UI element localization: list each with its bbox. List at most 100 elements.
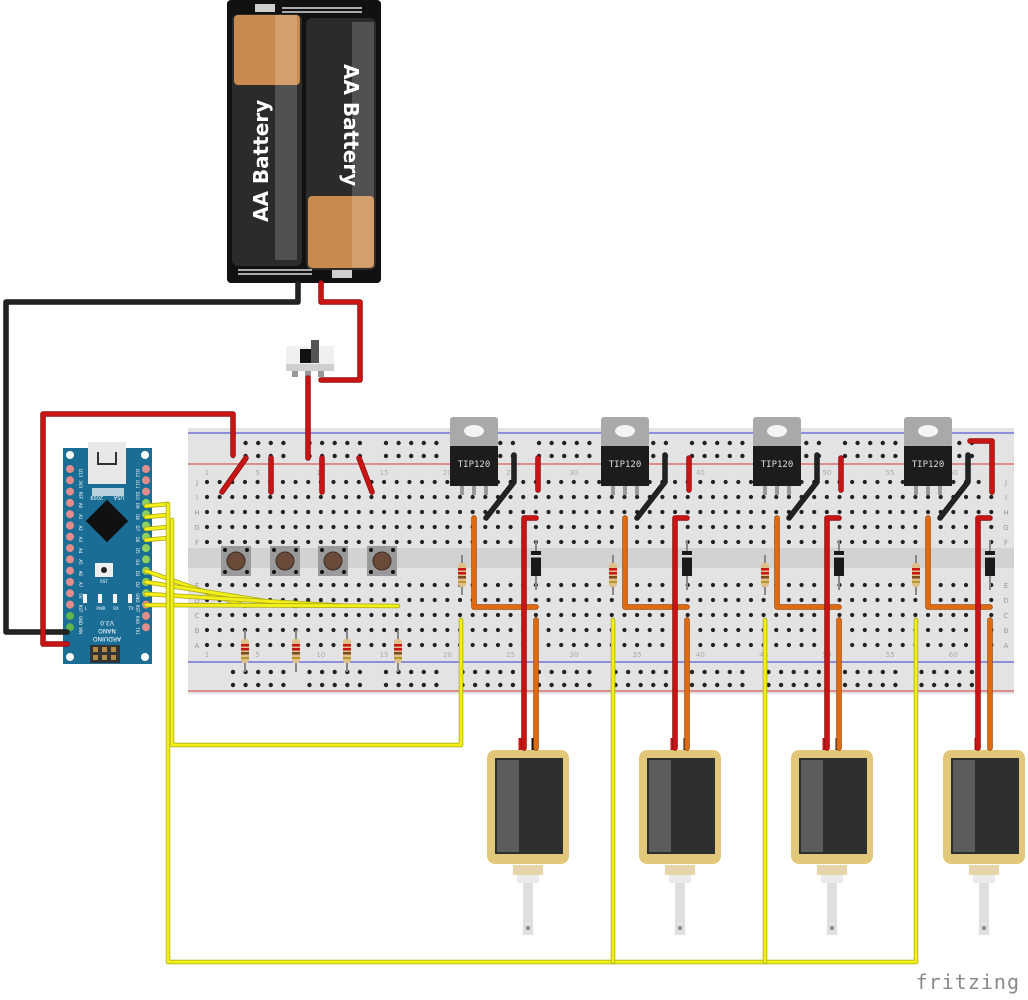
- flyback-diode: [834, 540, 844, 590]
- rail-hole: [625, 669, 631, 675]
- pin-label-right: D4: [135, 559, 140, 565]
- breadboard-hole: [546, 642, 551, 648]
- collector-wire: [774, 515, 842, 610]
- breadboard-hole: [394, 539, 399, 545]
- breadboard-hole: [963, 642, 969, 648]
- breadboard-hole: [356, 642, 361, 648]
- breadboard-hole: [584, 479, 589, 485]
- breadboard-hole: [799, 524, 804, 530]
- breadboard-hole: [584, 494, 589, 500]
- rail-hole: [396, 453, 401, 459]
- rail-hole: [307, 669, 312, 675]
- rail-hole: [549, 453, 554, 459]
- breadboard-hole: [407, 494, 412, 500]
- diode-body: [834, 551, 844, 576]
- breadboard-hole: [407, 524, 412, 530]
- rail-hole: [727, 453, 732, 459]
- transistor-leg: [763, 486, 767, 495]
- breadboard-hole: [938, 612, 943, 618]
- breadboard-hole: [457, 539, 463, 545]
- breadboard-hole: [875, 642, 880, 648]
- control-signal-wire: [143, 512, 171, 520]
- breadboard-hole: [394, 612, 399, 618]
- breadboard-hole: [331, 494, 336, 500]
- breadboard-hole: [647, 642, 652, 648]
- breadboard-hole: [761, 494, 766, 500]
- resistor-band: [394, 644, 402, 647]
- breadboard-hole: [217, 642, 222, 648]
- rail-hole: [880, 682, 885, 688]
- breadboard-hole: [280, 627, 285, 633]
- battery-terminal: [332, 270, 352, 278]
- breadboard-hole: [875, 494, 880, 500]
- rail-hole: [256, 440, 261, 446]
- wire-core: [166, 502, 918, 964]
- rail-hole: [409, 669, 414, 675]
- breadboard-hole: [951, 597, 956, 603]
- rail-hole: [740, 682, 745, 688]
- breadboard-hole: [951, 479, 956, 485]
- breadboard-hole: [723, 539, 728, 545]
- breadboard-hole: [925, 612, 931, 618]
- breadboard-hole: [609, 597, 614, 603]
- rail-hole: [562, 682, 567, 688]
- column-number-bottom: 15: [380, 651, 389, 659]
- rail-hole: [702, 440, 707, 446]
- row-label: B: [195, 627, 200, 635]
- breadboard-hole: [635, 524, 640, 530]
- rail-hole: [345, 440, 350, 446]
- rail-hole: [434, 440, 439, 446]
- breadboard-hole: [597, 494, 602, 500]
- resistor-band-gold: [292, 657, 300, 659]
- transistor-label: TIP120: [912, 460, 945, 470]
- arduino-pin-right: [142, 487, 150, 496]
- pushbutton-cap: [372, 551, 392, 571]
- rail-hole: [383, 453, 389, 459]
- breadboard-hole: [888, 612, 893, 618]
- row-label-right: J: [1004, 479, 1007, 487]
- breadboard-hole: [306, 524, 311, 530]
- breadboard-hole: [382, 597, 387, 603]
- wire-core: [673, 516, 689, 750]
- arduino-pin-left: [66, 566, 74, 575]
- resistor-band: [912, 568, 920, 571]
- solenoid-coil-highlight: [801, 760, 823, 852]
- rail-hole: [549, 440, 554, 446]
- breadboard-hole: [748, 524, 754, 530]
- arduino-pin-right: [142, 623, 150, 632]
- button-signal-wire: [143, 602, 401, 609]
- led-label: RX: [113, 606, 119, 611]
- row-label-right: B: [1004, 627, 1009, 635]
- breadboard-hole: [204, 612, 210, 618]
- collector-wire: [471, 515, 539, 610]
- wire-core: [968, 439, 994, 494]
- breadboard-hole: [584, 582, 589, 588]
- breadboard-hole: [255, 479, 260, 485]
- breadboard-hole: [242, 612, 248, 618]
- ground-jumper-wire: [937, 452, 971, 521]
- rail-hole: [510, 440, 516, 446]
- transistor-mounting-hole: [918, 425, 938, 437]
- breadboard-hole: [217, 539, 222, 545]
- breadboard-hole: [571, 612, 576, 618]
- pushbutton-leg: [223, 548, 227, 552]
- rail-hole: [421, 682, 426, 688]
- switch-base: [286, 364, 334, 371]
- rail-hole: [434, 669, 439, 675]
- battery-shine-right: [352, 22, 374, 267]
- rail-hole: [969, 669, 975, 675]
- wire-core: [144, 513, 170, 519]
- solenoid-plunger: [827, 883, 837, 935]
- breadboard-hole: [432, 642, 437, 648]
- breadboard-hole: [318, 627, 323, 633]
- breadboard-hole: [597, 582, 602, 588]
- rail-hole: [855, 669, 860, 675]
- solenoid-bushing: [973, 875, 995, 883]
- button-jumper-wire: [356, 455, 375, 495]
- transistor-body: [904, 446, 952, 486]
- rail-hole: [880, 440, 885, 446]
- breadboard-hole: [306, 597, 311, 603]
- breadboard-hole: [508, 612, 513, 618]
- breadboard-hole: [723, 642, 728, 648]
- breadboard-hole: [584, 642, 589, 648]
